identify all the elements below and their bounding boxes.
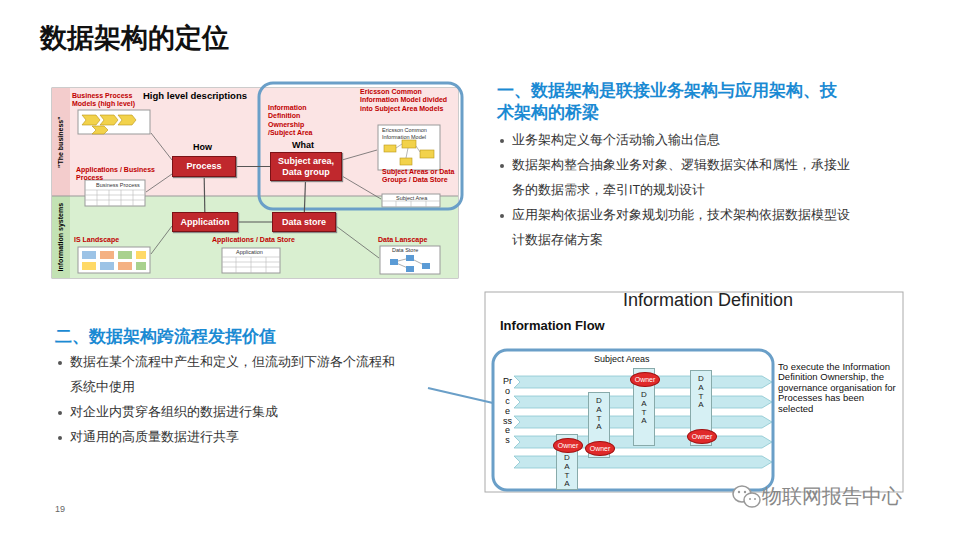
thumbnail-caption: Ericsson Common Information Model divide… bbox=[360, 88, 454, 113]
image-frame bbox=[485, 292, 903, 492]
bullet-text: 对通用的高质量数据进行共享 bbox=[70, 425, 405, 450]
systems-strip bbox=[52, 196, 70, 278]
section-heading: 二、数据架构跨流程发挥价值 bbox=[55, 326, 435, 348]
owner-text: Owner bbox=[692, 433, 713, 440]
table-grid bbox=[85, 190, 145, 206]
bullet-text: 数据架构整合抽象业务对象、逻辑数据实体和属性，承接业务的数据需求，牵引IT的规划… bbox=[512, 153, 857, 203]
owner-badge: Owner bbox=[687, 429, 717, 444]
page-number: 19 bbox=[55, 504, 65, 515]
thumbnail-text: Subject Area bbox=[396, 195, 427, 202]
column-text: DATA bbox=[563, 454, 571, 489]
thumbnail bbox=[78, 247, 150, 273]
thumbnail bbox=[378, 125, 440, 170]
data-column: DATA Owner bbox=[588, 392, 610, 458]
bullet-text: 数据在某个流程中产生和定义，但流动到下游各个流程和系统中使用 bbox=[70, 350, 405, 400]
column-text: DATA bbox=[595, 397, 603, 432]
owner-badge: Owner bbox=[553, 438, 583, 453]
data-network bbox=[390, 255, 430, 272]
highlight-frame bbox=[259, 83, 462, 209]
thumbnail-caption: Subject Areas or Data Groups / Data Stor… bbox=[382, 168, 456, 185]
model-blocks bbox=[384, 140, 434, 165]
box-label: Subject area, Data group bbox=[274, 156, 338, 177]
landscape-cells bbox=[82, 251, 146, 270]
zone-label: "The business" bbox=[57, 92, 65, 192]
bullet-dot bbox=[58, 411, 62, 415]
bullet-dot bbox=[58, 361, 62, 365]
data-column: DATA Owner bbox=[690, 370, 712, 446]
thumbnail-caption: Information Definition Ownership /Subjec… bbox=[268, 104, 330, 138]
process-box: Application bbox=[172, 212, 238, 232]
process-box: Data store bbox=[272, 212, 336, 232]
owner-badge: Owner bbox=[585, 441, 615, 456]
owner-text: Owner bbox=[635, 376, 656, 383]
thumbnail-text: Ericsson Common Information Model bbox=[382, 127, 432, 140]
thumbnail-caption: Applications / Data Store bbox=[212, 236, 302, 244]
column-text: DATA bbox=[640, 391, 648, 426]
wechat-icon bbox=[733, 486, 760, 507]
box-label: Data store bbox=[282, 217, 326, 227]
connector-line bbox=[238, 221, 272, 222]
thumbnail bbox=[85, 180, 145, 206]
axis-label: Processes bbox=[503, 377, 512, 446]
thumbnail-text: Business Process bbox=[96, 182, 140, 189]
highlight-frame bbox=[493, 350, 773, 490]
thumbnail-caption: Applications / Business Process bbox=[76, 166, 166, 183]
thumbnail bbox=[222, 248, 280, 273]
thumbnail bbox=[78, 110, 150, 134]
connector-line bbox=[304, 181, 305, 212]
model-links bbox=[396, 144, 420, 158]
owner-text: Owner bbox=[558, 442, 579, 449]
column-text: DATA bbox=[697, 375, 705, 410]
zone-label: Information systems bbox=[57, 197, 65, 277]
bullet-text: 应用架构依据业务对象规划功能，技术架构依据数据模型设计数据存储方案 bbox=[512, 203, 857, 253]
box-label: Application bbox=[181, 217, 230, 227]
thumbnail-text: Application bbox=[236, 249, 263, 256]
process-box: Subject area, Data group bbox=[270, 152, 342, 181]
image-frame bbox=[52, 88, 458, 278]
box-label: Process bbox=[186, 161, 221, 171]
thumbnail-caption: Business Process Models (high level) bbox=[72, 92, 138, 109]
image-subtitle: Information Flow bbox=[500, 318, 605, 334]
thumbnail-caption: Data Lanscape bbox=[378, 236, 427, 244]
note-text: To execute the Information Definition Ow… bbox=[778, 362, 900, 414]
bullet-dot bbox=[500, 214, 504, 218]
chevrons bbox=[82, 115, 136, 134]
column-heading: What bbox=[292, 140, 314, 151]
data-column: DATA Owner bbox=[633, 368, 655, 446]
owner-text: Owner bbox=[590, 445, 611, 452]
thumbnail-caption: IS Landscape bbox=[74, 236, 119, 244]
column-heading: How bbox=[193, 142, 212, 153]
table-grid bbox=[222, 257, 280, 273]
axis-label: Subject Areas bbox=[594, 354, 650, 365]
leader-lines bbox=[146, 133, 381, 258]
bullet-text: 对企业内贯穿各组织的数据进行集成 bbox=[70, 400, 405, 425]
connector-line bbox=[236, 166, 270, 167]
section-heading: 一、数据架构是联接业务架构与应用架构、技术架构的桥梁 bbox=[497, 80, 842, 124]
table-grid bbox=[382, 201, 440, 207]
watermark: 物联网报告中心 bbox=[762, 484, 902, 508]
bullet-dot bbox=[58, 436, 62, 440]
slide-title: 数据架构的定位 bbox=[40, 22, 229, 54]
bullet-text: 业务架构定义每个活动输入输出信息 bbox=[512, 128, 857, 153]
image-title: Information Definition bbox=[575, 290, 841, 312]
connector-line bbox=[204, 177, 206, 212]
section-heading: High level descriptions bbox=[143, 90, 247, 101]
data-column: DATA Owner bbox=[556, 434, 578, 490]
thumbnail bbox=[380, 246, 440, 274]
bullet-dot bbox=[500, 139, 504, 143]
owner-badge: Owner bbox=[630, 372, 660, 387]
thumbnail bbox=[382, 194, 440, 207]
process-box: Process bbox=[172, 156, 236, 177]
thumbnail-text: Data Store bbox=[392, 247, 418, 254]
business-strip bbox=[52, 88, 70, 196]
callout-line bbox=[428, 388, 493, 403]
bullet-dot bbox=[500, 164, 504, 168]
